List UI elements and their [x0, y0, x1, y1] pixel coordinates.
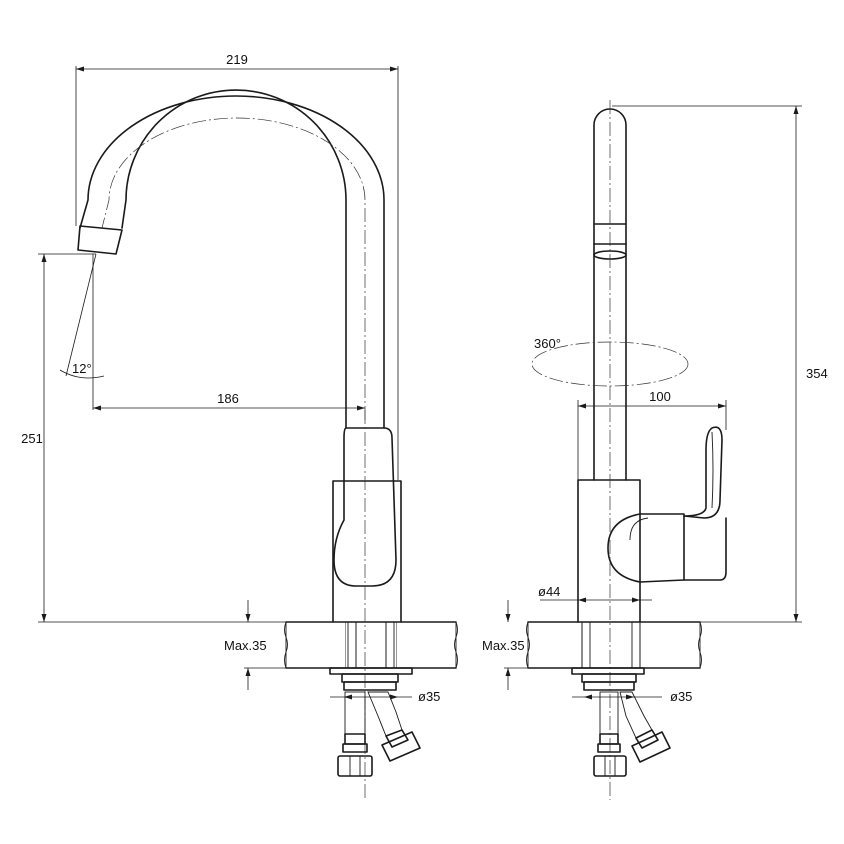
label-219: 219: [226, 52, 248, 67]
label-d44: ø44: [538, 584, 560, 599]
label-360-deg: 360°: [534, 336, 561, 351]
mounting-nut-front: [329, 667, 413, 691]
dim-d44: ø44: [538, 584, 652, 603]
hose-angled-side: [619, 691, 671, 763]
countertop-side: [526, 621, 702, 669]
mounting-nut-side: [571, 667, 645, 691]
hose-straight-front: [337, 691, 373, 777]
dim-251: 251: [21, 253, 286, 623]
faucet-body-front: [332, 480, 402, 623]
label-d35-side: ø35: [670, 689, 692, 704]
dim-d35-side: ø35: [572, 689, 692, 704]
label-max35-front: Max.35: [224, 638, 267, 653]
spout-gooseneck: [77, 89, 385, 429]
faucet-body-side: [577, 479, 641, 623]
label-354: 354: [806, 366, 828, 381]
dim-angle-12: 12°: [59, 253, 105, 379]
label-100: 100: [649, 389, 671, 404]
dim-186: 186: [92, 254, 365, 411]
dim-max35-side: Max.35: [482, 600, 532, 690]
handle-side: [607, 426, 727, 583]
dim-219: 219: [75, 52, 399, 480]
label-max35-side: Max.35: [482, 638, 525, 653]
dim-354: 354: [612, 105, 828, 623]
front-view: 219 186 12° 251: [21, 52, 458, 800]
handle-lever-front: [333, 427, 397, 587]
label-251: 251: [21, 431, 43, 446]
dim-100: 100: [577, 389, 727, 480]
dim-d35-front: ø35: [330, 689, 440, 704]
dim-max35-front: Max.35: [224, 600, 290, 690]
countertop-front: [284, 621, 458, 669]
side-view: 360°: [482, 100, 828, 800]
hose-angled-front: [367, 691, 421, 762]
hose-straight-side: [593, 691, 627, 777]
label-186: 186: [217, 391, 239, 406]
label-12-deg: 12°: [72, 361, 92, 376]
label-d35-front: ø35: [418, 689, 440, 704]
